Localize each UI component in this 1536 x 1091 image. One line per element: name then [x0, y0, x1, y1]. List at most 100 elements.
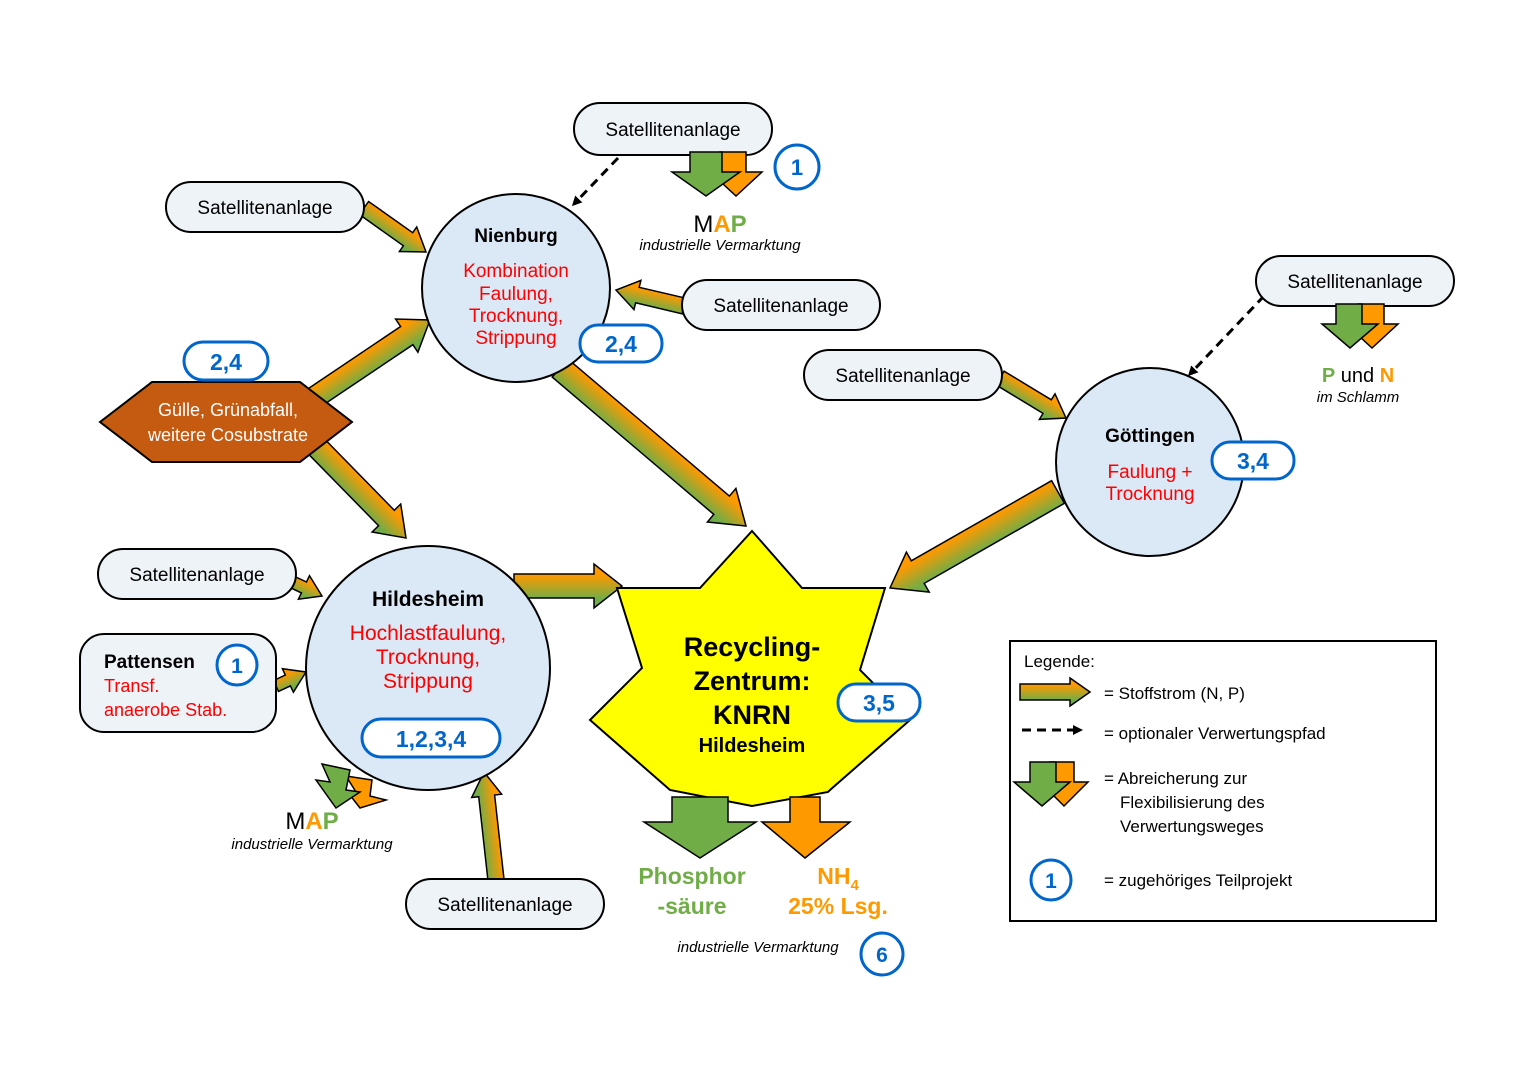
teilprojekt-badge-hildesheim-label: 1,2,3,4	[396, 726, 467, 752]
satellite-label: Satellitenanlage	[835, 366, 970, 387]
satellite-label: Satellitenanlage	[437, 895, 572, 916]
satellite-label: Satellitenanlage	[713, 296, 848, 317]
legend-abreicherung-line-2: Flexibilisierung des	[1120, 793, 1265, 812]
goettingen-node: Göttingen Faulung + Trocknung 3,4	[1055, 367, 1296, 557]
hildesheim-line-1: Hochlastfaulung,	[350, 622, 506, 645]
teilprojekt-badge-map-top-label: 1	[791, 155, 803, 180]
optional-path-arrow-goettingen	[1187, 294, 1266, 377]
recycling-center-node: Recycling- Zentrum: KNRN Hildesheim 3,5	[588, 529, 922, 808]
map-bottom-m: M	[285, 808, 305, 835]
teilprojekt-badge-hildesheim	[360, 717, 502, 759]
flow-arrow-goettingen-to-center	[888, 479, 1066, 593]
pattensen-title: Pattensen	[104, 652, 195, 673]
pn-n: N	[1380, 365, 1394, 387]
teilprojekt-badge-center-label: 3,5	[863, 690, 895, 716]
nh4-line-1: NH4	[817, 863, 859, 894]
teilprojekt-badge-pattensen-label: 1	[231, 655, 243, 678]
legend-flow-arrow-icon	[1019, 676, 1092, 708]
map-label-top: MAP industrielle Vermarktung 1	[639, 143, 821, 254]
center-sub: Hildesheim	[699, 735, 806, 757]
satellite-node-goettingen-top: Satellitenanlage	[1255, 255, 1455, 307]
satellite-node-goettingen-left: Satellitenanlage	[803, 349, 1003, 401]
ammonium-output-arrow	[759, 796, 853, 859]
pn-text: P und N	[1322, 365, 1394, 387]
teilprojekt-badge-nienburg	[578, 323, 664, 364]
satellite-node-nienburg-top: Satellitenanlage	[573, 102, 773, 156]
map-top-m: M	[693, 211, 713, 238]
legend-stoffstrom: = Stoffstrom (N, P)	[1104, 684, 1245, 703]
flow-arrow-satellite-to-goettingen	[994, 370, 1068, 421]
pn-p: P	[1322, 365, 1335, 387]
pattensen-line-1: Transf.	[104, 676, 159, 696]
nienburg-line-3: Trocknung,	[469, 306, 563, 327]
teilprojekt-badge-map-top	[773, 143, 821, 191]
nienburg-line-4: Strippung	[475, 328, 556, 349]
legend-badge-number: 1	[1045, 870, 1057, 893]
legend-abreicherung-line-3: Verwertungsweges	[1120, 817, 1264, 836]
map-label-bottom: MAP industrielle Vermarktung	[231, 808, 393, 853]
product-labels: Phosphor -säure NH4 25% Lsg. industriell…	[638, 863, 905, 977]
nienburg-node: Nienburg Kombination Faulung, Trocknung,…	[421, 193, 664, 383]
map-bottom-a: A	[305, 808, 322, 835]
satellite-node-hildesheim-bottom: Satellitenanlage	[405, 878, 605, 930]
hildesheim-node: Hildesheim Hochlastfaulung, Trocknung, S…	[305, 545, 551, 791]
depletion-arrow-goettingen-top	[1319, 303, 1400, 350]
legend-optional: = optionaler Verwertungspfad	[1104, 724, 1326, 743]
center-line-3: KNRN	[713, 700, 791, 730]
legend: Legende: = Stoffstrom (N, P) = optionale…	[1009, 640, 1437, 922]
teilprojekt-badge-center	[836, 682, 922, 723]
legend-badge-icon	[1029, 858, 1073, 902]
nienburg-line-1: Kombination	[463, 261, 569, 282]
hildesheim-title: Hildesheim	[372, 588, 484, 611]
satellite-label: Satellitenanlage	[129, 565, 264, 586]
teilprojekt-badge-goettingen	[1210, 440, 1296, 481]
pn-label: P und N im Schlamm	[1317, 365, 1400, 406]
satellite-node-nienburg-right: Satellitenanlage	[681, 279, 881, 331]
flow-arrow-satellite-right-to-nienburg	[614, 279, 687, 315]
flow-arrow-satellite-bottom-to-hildesheim	[470, 770, 505, 882]
legend-depletion-arrow-icon	[1011, 761, 1090, 808]
map-bottom-text: MAP	[285, 808, 338, 835]
goettingen-title: Göttingen	[1105, 426, 1195, 447]
legend-abreicherung-line-1: = Abreicherung zur	[1104, 769, 1248, 788]
substrate-hexagon-node: Gülle, Grünabfall, weitere Cosubstrate 2…	[98, 340, 354, 463]
teilprojekt-badge-pattensen	[215, 643, 259, 687]
teilprojekt-badge-substrate-label: 2,4	[210, 349, 242, 375]
phosphor-line-2: -säure	[657, 893, 726, 919]
pattensen-node: Pattensen Transf. anaerobe Stab. 1	[79, 633, 277, 733]
satellite-node-hildesheim-left: Satellitenanlage	[97, 548, 297, 600]
satellite-label: Satellitenanlage	[1287, 272, 1422, 293]
teilprojekt-badge-products-label: 6	[876, 944, 888, 967]
hildesheim-line-2: Trocknung,	[376, 646, 480, 669]
teilprojekt-badge-substrate	[182, 340, 270, 382]
hildesheim-line-3: Strippung	[383, 670, 473, 693]
map-bottom-p: P	[323, 808, 339, 835]
flow-arrow-substrate-to-hildesheim	[305, 435, 407, 539]
goettingen-line-2: Trocknung	[1105, 484, 1194, 505]
teilprojekt-badge-products	[859, 931, 905, 977]
center-line-1: Recycling-	[684, 632, 821, 662]
nienburg-title: Nienburg	[474, 226, 557, 247]
flow-arrows	[272, 200, 1068, 882]
map-top-sub: industrielle Vermarktung	[639, 237, 801, 254]
nh4-subscript: 4	[850, 877, 859, 894]
optional-path-arrow-nienburg	[571, 156, 620, 207]
flow-arrow-substrate-to-nienburg	[300, 318, 432, 413]
phosphoric-acid-output-arrow	[641, 796, 759, 859]
map-top-text: MAP	[693, 211, 746, 238]
nienburg-line-2: Faulung,	[479, 284, 553, 305]
map-top-p: P	[731, 211, 747, 238]
legend-teilprojekt: = zugehöriges Teilprojekt	[1104, 871, 1292, 890]
map-bottom-sub: industrielle Vermarktung	[231, 836, 393, 853]
nh4-main: NH	[817, 863, 850, 889]
teilprojekt-badge-nienburg-label: 2,4	[605, 331, 637, 357]
substrate-line-1: Gülle, Grünabfall,	[158, 400, 298, 420]
nh4-line-2: 25% Lsg.	[788, 893, 888, 919]
legend-title: Legende:	[1024, 652, 1095, 671]
satellite-label: Satellitenanlage	[605, 120, 740, 141]
flow-arrow-hildesheim-to-center	[513, 562, 624, 610]
pn-sub: im Schlamm	[1317, 389, 1400, 406]
satellite-node-nienburg-left: Satellitenanlage	[165, 181, 365, 233]
